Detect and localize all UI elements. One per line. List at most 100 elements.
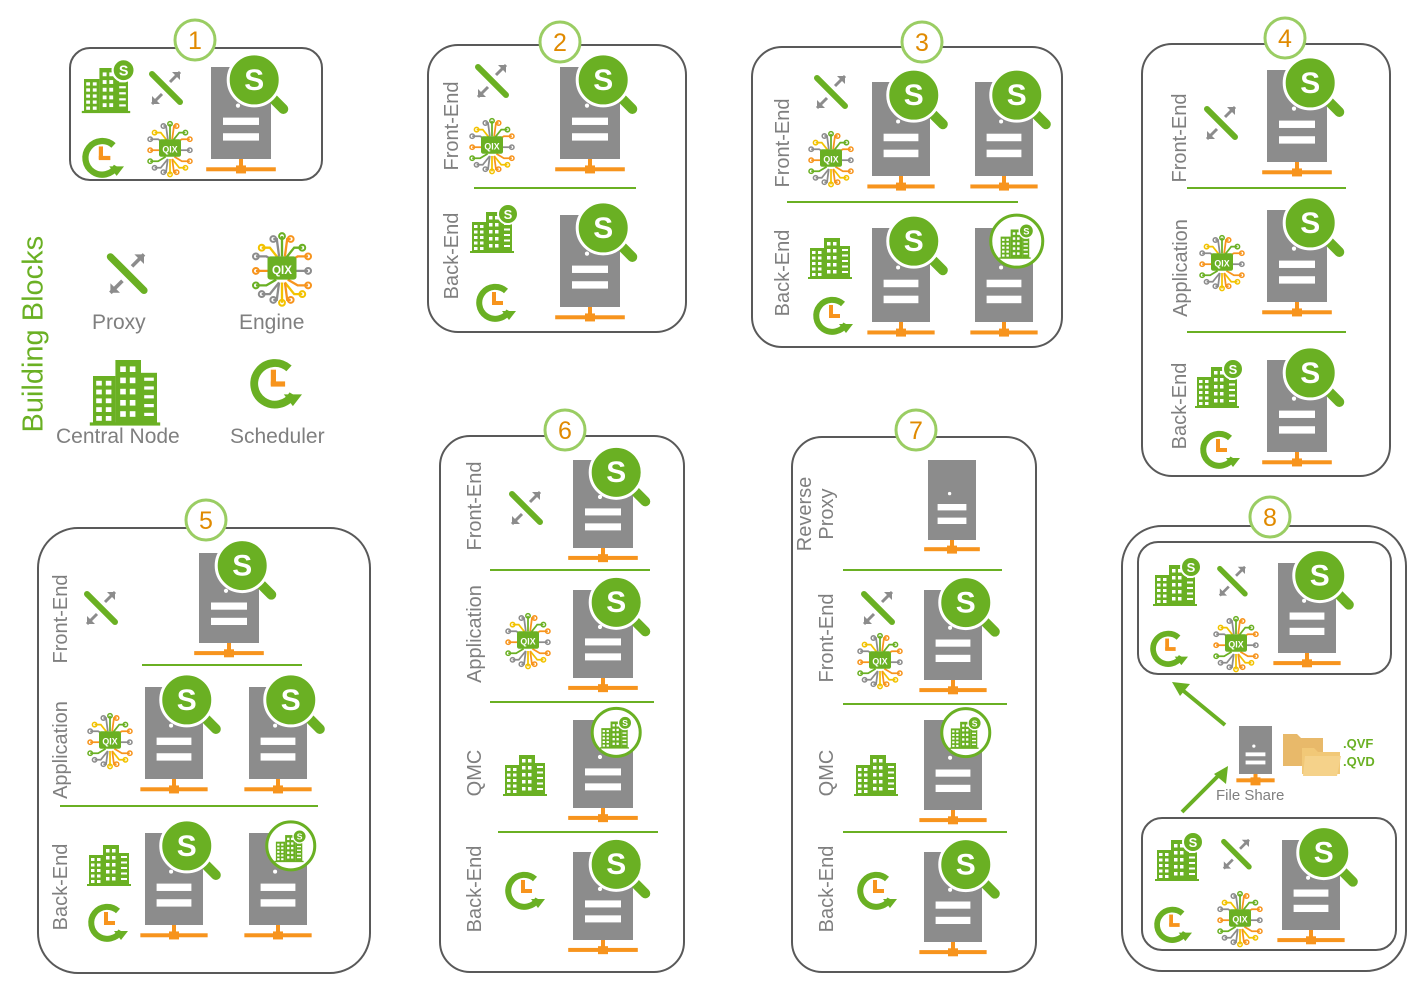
arrowhead [1172, 682, 1190, 696]
file-share-server-icon [1236, 726, 1275, 786]
qlik-logo-icon: S [1296, 825, 1358, 887]
scheduler-icon [250, 359, 302, 409]
central-node-icon: S [274, 829, 307, 863]
qlik-letter: S [904, 225, 924, 258]
qlik-logo-icon: S [1282, 55, 1345, 117]
proxy-icon [814, 74, 848, 110]
tier-label-application: Application [50, 701, 72, 799]
qlik-logo-icon: S [159, 672, 221, 734]
qlik-letter: S [244, 64, 264, 97]
proxy-icon [509, 490, 543, 526]
central-node-icon: S [1153, 556, 1202, 606]
central-node-icon: S [1195, 358, 1244, 408]
scheduler-icon [1154, 906, 1192, 943]
scheduler-icon [813, 296, 853, 335]
scenario-number: 7 [909, 417, 923, 445]
engine-icon: QIX [1213, 615, 1259, 673]
engine-icon: QIX [87, 712, 133, 770]
central-node-icon [87, 845, 131, 886]
scenario-number-badge [543, 408, 587, 452]
engine-chip-label: QIX [1232, 914, 1247, 924]
scenario-number: 8 [1263, 504, 1277, 532]
proxy-icon [475, 63, 509, 99]
qlik-logo-icon: S [575, 200, 638, 262]
qlik-logo-icon: S [159, 818, 221, 880]
central-node-icon: S [600, 715, 633, 749]
proxy-icon [84, 590, 118, 626]
qlik-logo-icon: S [1282, 195, 1345, 257]
central-node-icon: S [1155, 831, 1204, 881]
proxy-icon [1204, 105, 1238, 141]
engine-chip-label: QIX [272, 264, 292, 277]
tier-label-front-end: Front-End [441, 81, 463, 171]
qvf-extension-label: .QVF [1343, 736, 1374, 751]
engine-chip-label: QIX [520, 636, 535, 646]
qlik-logo-icon: S [588, 836, 651, 899]
engine-icon: QIX [147, 120, 193, 178]
scenario-number-badge [184, 498, 228, 542]
engine-icon: QIX [469, 117, 515, 175]
tier-label-back-end: Back-End [464, 845, 486, 933]
scenario-number: 5 [199, 507, 213, 535]
tier-label-back-end: Back-End [441, 212, 463, 300]
tier-label-reverse-proxy: Reverse Proxy [794, 476, 838, 552]
engine-chip-label: QIX [1214, 258, 1229, 268]
qlik-letter: S [1310, 559, 1330, 592]
qlik-letter: S [606, 586, 626, 619]
scheduler-icon [88, 903, 128, 942]
scheduler-icon [857, 871, 897, 910]
tier-label-front-end: Front-End [816, 593, 838, 683]
scenario-box-1 [69, 47, 323, 181]
central-node-icon: S [470, 203, 519, 253]
qlik-letter: S [593, 212, 613, 245]
qlik-letter: S [1300, 207, 1320, 240]
node-box-top [1137, 541, 1392, 675]
legend-label-scheduler: Scheduler [230, 425, 325, 448]
qlik-logo-icon: S [1282, 345, 1345, 407]
qlik-letter: S [606, 456, 626, 489]
engine-icon: QIX [505, 612, 551, 670]
server-with-qlik-icon [1262, 360, 1332, 467]
scheduler-icon [505, 871, 545, 910]
engine-chip-label: QIX [823, 154, 838, 164]
file-share-label: File Share [1216, 787, 1285, 804]
engine-icon: QIX [251, 232, 313, 307]
tier-label-qmc: QMC [464, 749, 486, 797]
tier-label-back-end: Back-End [816, 845, 838, 933]
central-node-icon: S [81, 58, 136, 114]
proxy-icon [149, 70, 183, 106]
qlik-letter: S [904, 79, 924, 112]
scenario-number-badge [1248, 495, 1292, 539]
central-node-icon: S [949, 715, 982, 749]
node-box-bottom [1141, 817, 1397, 951]
tier-label-front-end: Front-End [772, 98, 794, 188]
central-node-icon: S [999, 223, 1035, 259]
qlik-letter: S [1007, 79, 1027, 112]
engine-chip-label: QIX [162, 144, 177, 154]
qlik-letter: S [297, 832, 303, 842]
qlik-logo-icon: S [226, 52, 289, 114]
replication-arrow-down [1180, 770, 1224, 814]
qlik-letter: S [1189, 835, 1198, 850]
qlik-letter: S [1314, 836, 1334, 869]
scheduler-icon [82, 137, 124, 178]
scenario-number-badge [900, 20, 944, 64]
qlik-letter: S [1229, 362, 1238, 377]
qlik-logo-icon: S [588, 574, 651, 637]
qlik-letter: S [956, 848, 976, 881]
scheduler-icon [1150, 630, 1188, 667]
qlik-letter: S [504, 207, 513, 222]
engine-icon: QIX [1199, 234, 1245, 292]
proxy-icon [861, 590, 895, 626]
scenario-number-badge [894, 408, 938, 452]
tier-label-front-end: Front-End [1169, 93, 1191, 183]
reverse-proxy-server-icon [924, 460, 980, 554]
qlik-letter: S [622, 718, 628, 728]
scenario-number-badge [173, 18, 217, 62]
qlik-logo-icon: S [575, 52, 638, 114]
engine-icon: QIX [857, 632, 903, 690]
scenario-number: 6 [558, 417, 572, 445]
engine-icon: QIX [1217, 890, 1263, 948]
